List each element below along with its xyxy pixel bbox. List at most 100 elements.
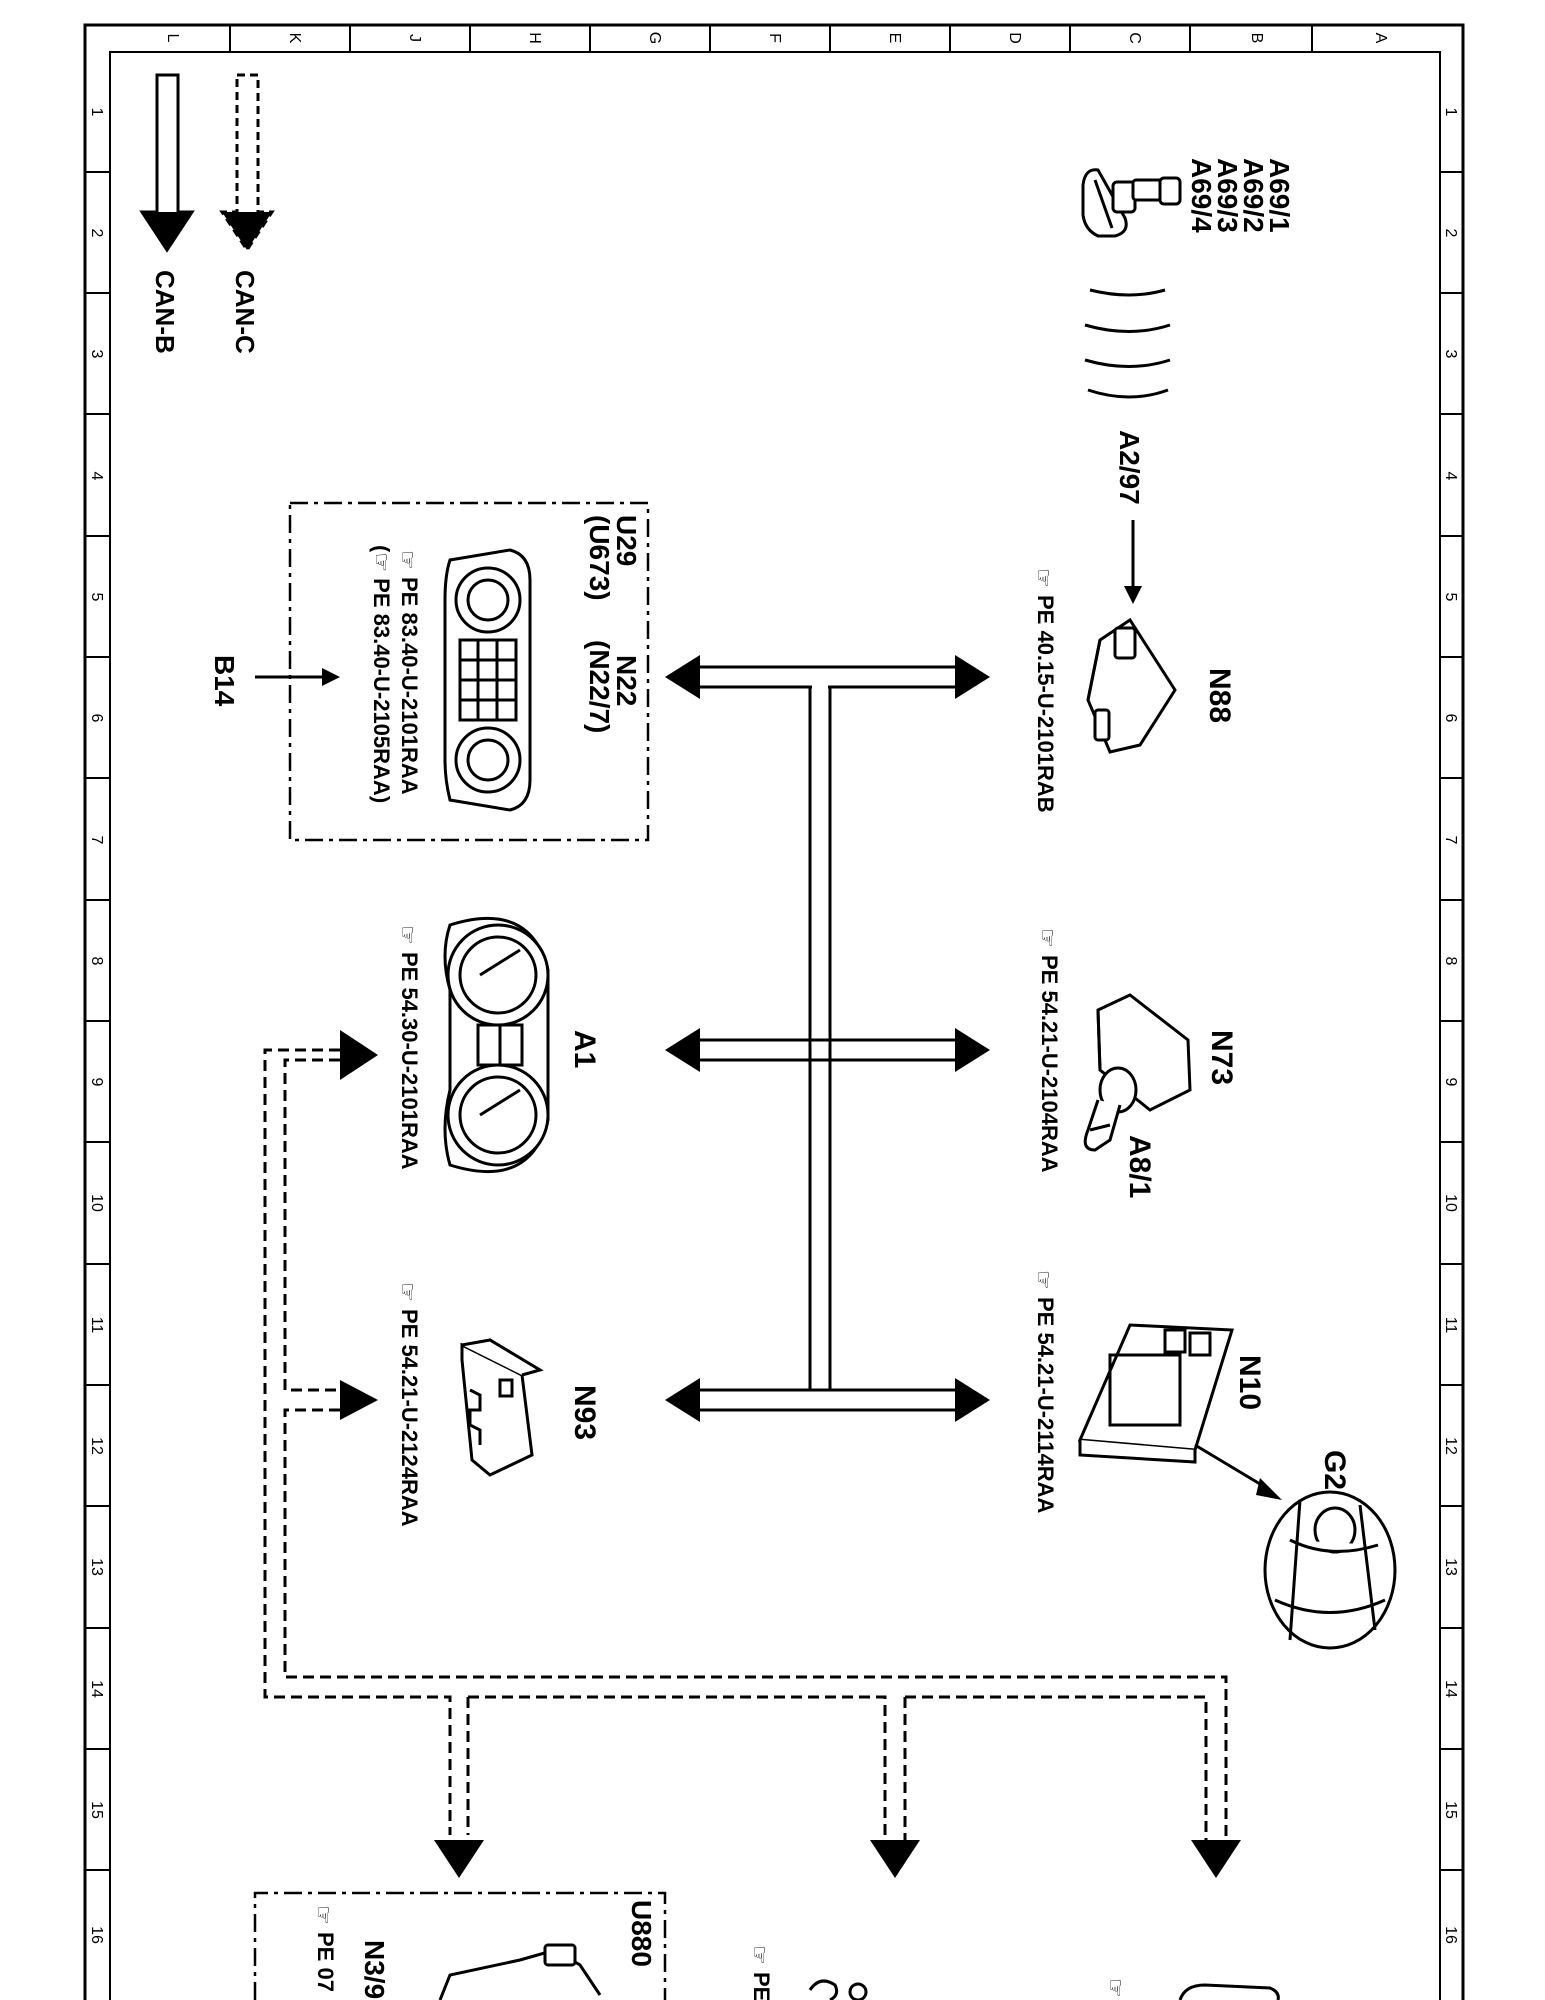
sam-module-icon (1077, 1323, 1235, 1464)
n22-7-label: (N22/7) (584, 640, 615, 733)
u880-label: U880 (626, 1900, 657, 1967)
ignition-lock-icon (1083, 993, 1192, 1152)
u29-ref-2: (☞ PE 83.40-U-2105RAA) (369, 545, 394, 803)
bottom-mid-ref-text: PE (749, 1972, 774, 2000)
legend-can-c-label: CAN-C (230, 270, 260, 354)
row-number: 13 (88, 1558, 105, 1576)
pointing-hand-icon: ☞ (1103, 1978, 1128, 1998)
column-letter: B (1248, 33, 1265, 44)
column-letter: D (1006, 32, 1023, 44)
instrument-cluster-icon (443, 916, 550, 1174)
b14-label: B14 (209, 655, 240, 707)
g2-alternator: G2 (1263, 1450, 1397, 1650)
row-grid (85, 171, 1463, 1871)
bottom-right-icon (1178, 1983, 1280, 2000)
arrow-can-c-n93 (340, 1380, 378, 1420)
n10-ref: ☞ PE 54.21-U-2114RAA (1031, 1270, 1058, 1514)
u673-label: (U673) (584, 515, 615, 601)
n22-label: N22 (611, 655, 642, 706)
n10-module: N10 ☞ PE 54.21-U-2114RAA (1031, 1270, 1282, 1514)
control-unit-icon (460, 1338, 544, 1477)
row-number: 5 (1442, 593, 1459, 602)
pointing-hand-icon: ☞ (395, 925, 420, 945)
row-number: 12 (1442, 1437, 1459, 1455)
row-labels: 1 1 2 2 3 3 4 4 5 5 6 6 7 7 8 8 9 9 10 1… (88, 108, 1459, 1944)
u29-ref-1: ☞ PE 83.40-U-2101RAA (395, 550, 422, 795)
control-unit-icon (1086, 617, 1177, 754)
n73-label: N73 (1205, 1030, 1238, 1085)
arrow-can-c-a1 (340, 1030, 378, 1080)
can-b-arrowheads (665, 655, 990, 1422)
row-number: 10 (1442, 1194, 1459, 1212)
row-number: 3 (88, 350, 105, 359)
bottom-mid-icon (808, 1979, 839, 2000)
row-number: 4 (1442, 472, 1459, 481)
column-letter: E (886, 33, 903, 44)
u880-ref-text: PE 07 (313, 1932, 338, 1992)
can-c-arrowheads (340, 1030, 1241, 1878)
a1-ref-text: PE 54.30-U-2101RAA (397, 952, 422, 1170)
arrow-to-n10 (955, 1378, 990, 1422)
row-number: 4 (88, 472, 105, 481)
row-number: 5 (88, 593, 105, 602)
arrow-can-c-right (1191, 1840, 1241, 1878)
n3-9-label: N3/9 (359, 1940, 390, 1999)
radio-waves-icon (1084, 288, 1171, 399)
battery-icon (1263, 1490, 1397, 1650)
a69-3-label: A69/3 (1212, 158, 1243, 233)
column-grid (229, 25, 1313, 52)
n73-ref-text: PE 54.21-U-2104RAA (1037, 955, 1062, 1173)
row-number: 12 (88, 1437, 105, 1455)
row-number: 6 (1442, 714, 1459, 723)
a69-4-label: A69/4 (1186, 158, 1217, 233)
row-number: 9 (88, 1078, 105, 1087)
u29-label: U29 (611, 515, 642, 566)
pointing-hand-icon: ☞ (1031, 568, 1056, 588)
can-b-bus (698, 665, 958, 1412)
n88-module: N88 ☞ PE 40.15-U-2101RAB (1031, 568, 1236, 813)
n93-module: N93 ☞ PE 54.21-U-2124RAA (395, 1282, 601, 1527)
legend-can-b-label: CAN-B (150, 270, 180, 354)
bottom-right-module: ☞ PE (1103, 1978, 1280, 2000)
n10-ref-text: PE 54.21-U-2114RAA (1033, 1297, 1058, 1514)
legend-can-b: CAN-B (139, 73, 195, 354)
row-number: 14 (88, 1680, 105, 1698)
row-number: 1 (88, 108, 105, 117)
n73-ref: ☞ PE 54.21-U-2104RAA (1035, 928, 1062, 1173)
column-letter: K (286, 33, 303, 44)
arrow-to-n22 (665, 655, 700, 699)
a1-label: A1 (568, 1030, 601, 1068)
b14-input: B14 (209, 655, 340, 707)
column-letter: F (766, 33, 783, 43)
n22-ref-text: PE 83.40-U-2101RAA (397, 577, 422, 795)
arrow-can-c-mid (870, 1840, 920, 1878)
n88-label: N88 (1203, 668, 1236, 723)
n73-module: N73 A8/1 ☞ PE 54.21-U-2104RAA (1035, 928, 1238, 1198)
row-number: 15 (1442, 1801, 1459, 1819)
a2-97-label: A2/97 (1114, 430, 1145, 505)
arrow-can-c-u880 (434, 1840, 484, 1878)
g2-label: G2 (1318, 1450, 1351, 1490)
row-number: 15 (88, 1801, 105, 1819)
n93-label: N93 (568, 1385, 601, 1440)
row-number: 16 (88, 1926, 105, 1944)
legend-can-c: CAN-C (219, 73, 275, 354)
column-letter: L (164, 34, 181, 43)
n22-ref-alt-text: (☞ PE 83.40-U-2105RAA) (369, 545, 394, 803)
row-number: 6 (88, 714, 105, 723)
row-number: 16 (1442, 1926, 1459, 1944)
row-number: 7 (1442, 836, 1459, 845)
row-number: 8 (1442, 957, 1459, 966)
row-number: 9 (1442, 1078, 1459, 1087)
column-letter: G (646, 32, 663, 44)
column-labels: A B C D E F G H J K L (164, 32, 1389, 44)
n93-ref-text: PE 54.21-U-2124RAA (397, 1309, 422, 1527)
n10-label: N10 (1233, 1355, 1266, 1410)
row-number: 7 (88, 836, 105, 845)
column-letter: A (1372, 33, 1389, 44)
pointing-hand-icon: ☞ (1035, 928, 1060, 948)
row-number: 11 (88, 1317, 105, 1334)
row-number: 2 (88, 229, 105, 238)
a2-97-group: A2/97 (1114, 430, 1145, 604)
